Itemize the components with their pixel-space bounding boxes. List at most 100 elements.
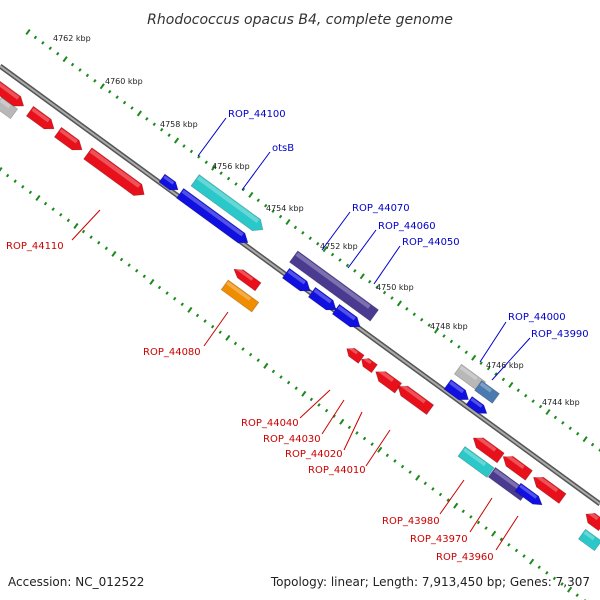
gene-red[interactable] <box>500 452 533 481</box>
gene-blue[interactable] <box>176 187 252 247</box>
gene-highlight <box>377 368 394 382</box>
tick-dot-lower <box>529 558 535 565</box>
gene-arrow[interactable] <box>220 279 260 313</box>
connector-line <box>321 399 345 435</box>
gene-highlight <box>0 82 20 100</box>
gene-label[interactable]: ROP_44050 <box>402 237 460 248</box>
tick-dot-lower <box>453 502 459 509</box>
gene-red[interactable] <box>53 126 85 154</box>
gene-red[interactable] <box>372 367 403 394</box>
gene-label[interactable]: ROP_44010 <box>308 465 366 476</box>
gene-red[interactable] <box>0 80 27 111</box>
gene-arrow[interactable] <box>190 174 267 236</box>
gene-arrow[interactable] <box>83 147 149 201</box>
gene-label[interactable]: ROP_43960 <box>436 552 494 563</box>
gene-label[interactable]: ROP_44100 <box>228 109 286 120</box>
gene-arrow[interactable] <box>158 173 181 194</box>
gene-blue[interactable] <box>443 379 472 404</box>
gene-highlight <box>474 434 497 452</box>
tick-dot-lower <box>522 554 526 558</box>
gene-arrow[interactable] <box>359 355 378 374</box>
tick-dot-lower <box>385 453 390 458</box>
gene-highlight <box>235 266 254 281</box>
tick-dot-upper <box>390 296 394 300</box>
gene-cyan[interactable] <box>577 528 600 552</box>
gene-arrow[interactable] <box>331 303 363 331</box>
gene-arrow[interactable] <box>530 473 567 504</box>
tick-dot-upper <box>590 442 595 447</box>
gene-label[interactable]: ROP_44040 <box>241 418 299 429</box>
gene-red[interactable] <box>470 433 505 464</box>
tick-dot-upper <box>479 361 483 365</box>
gene-blue[interactable] <box>307 286 339 314</box>
gene-blue[interactable] <box>514 482 545 509</box>
tick-dot-lower <box>180 302 184 307</box>
gene-arrow[interactable] <box>53 126 85 154</box>
tick-dot-lower <box>66 218 71 223</box>
gene-arrow[interactable] <box>443 379 472 404</box>
gene-steel[interactable] <box>474 380 500 404</box>
tick-dot-upper <box>197 155 201 159</box>
gene-red[interactable] <box>359 355 378 374</box>
gene-arrow[interactable] <box>457 446 495 478</box>
gene-red[interactable] <box>530 473 567 504</box>
gene-arrow[interactable] <box>307 286 339 314</box>
gene-purple[interactable] <box>289 250 379 322</box>
gene-arrow[interactable] <box>577 528 600 552</box>
tick-dot-lower <box>545 571 549 575</box>
gene-arrow[interactable] <box>514 482 545 509</box>
tick-dot-upper <box>182 144 186 148</box>
gene-cyan[interactable] <box>190 174 267 236</box>
gene-arrow[interactable] <box>344 345 365 364</box>
gene-red[interactable] <box>83 147 149 201</box>
gene-red[interactable] <box>231 265 262 292</box>
tick-dot-upper <box>545 408 551 416</box>
gene-label[interactable]: ROP_43980 <box>382 516 440 527</box>
gene-label[interactable]: ROP_44110 <box>6 241 64 252</box>
gene-label[interactable]: ROP_44020 <box>285 449 343 460</box>
topology-text: Topology: linear; Length: 7,913,450 bp; … <box>270 575 590 589</box>
tick-dot-upper <box>322 246 328 253</box>
gene-label[interactable]: otsB <box>272 143 294 154</box>
gene-red[interactable] <box>394 381 435 416</box>
tick-dot-lower <box>575 593 579 598</box>
gene-arrow[interactable] <box>474 380 500 404</box>
gene-arrow[interactable] <box>500 452 533 481</box>
gene-label[interactable]: ROP_44080 <box>143 347 201 358</box>
gene-arrow[interactable] <box>176 187 252 247</box>
gene-arrow[interactable] <box>372 367 403 394</box>
gene-blue[interactable] <box>281 267 313 295</box>
gene-red[interactable] <box>344 345 365 364</box>
gene-arrow[interactable] <box>0 80 27 111</box>
gene-blue[interactable] <box>465 396 490 417</box>
tick-dot-lower <box>431 487 435 491</box>
connector-line <box>491 337 531 381</box>
gene-arrow[interactable] <box>281 267 313 295</box>
gene-label[interactable]: ROP_43970 <box>410 534 468 545</box>
tick-dot-upper <box>375 285 379 289</box>
gene-arrow[interactable] <box>231 265 262 292</box>
gene-red[interactable] <box>582 509 600 532</box>
gene-blue[interactable] <box>158 173 181 194</box>
gene-orange[interactable] <box>220 279 260 313</box>
gene-label[interactable]: ROP_44070 <box>352 203 410 214</box>
gene-label[interactable]: ROP_44030 <box>263 434 321 445</box>
tick-dot-upper <box>345 263 350 268</box>
tick-dot-lower <box>514 548 519 553</box>
gene-label[interactable]: ROP_43990 <box>531 329 589 340</box>
gene-label[interactable]: ROP_44000 <box>508 312 566 323</box>
gene-arrow[interactable] <box>289 250 379 322</box>
gene-arrow[interactable] <box>0 96 19 120</box>
gene-arrow[interactable] <box>470 433 505 464</box>
gene-label[interactable]: ROP_44060 <box>378 221 436 232</box>
tick-dot-upper <box>41 41 45 45</box>
gene-blue[interactable] <box>331 303 363 331</box>
gene-arrow[interactable] <box>465 396 490 417</box>
tick-dot-lower <box>309 397 314 402</box>
gene-arrow[interactable] <box>394 381 435 416</box>
gene-cyan[interactable] <box>457 446 495 478</box>
gene-red[interactable] <box>25 105 57 133</box>
gene-gray[interactable] <box>0 96 19 120</box>
gene-highlight <box>519 484 538 499</box>
gene-arrow[interactable] <box>25 105 57 133</box>
